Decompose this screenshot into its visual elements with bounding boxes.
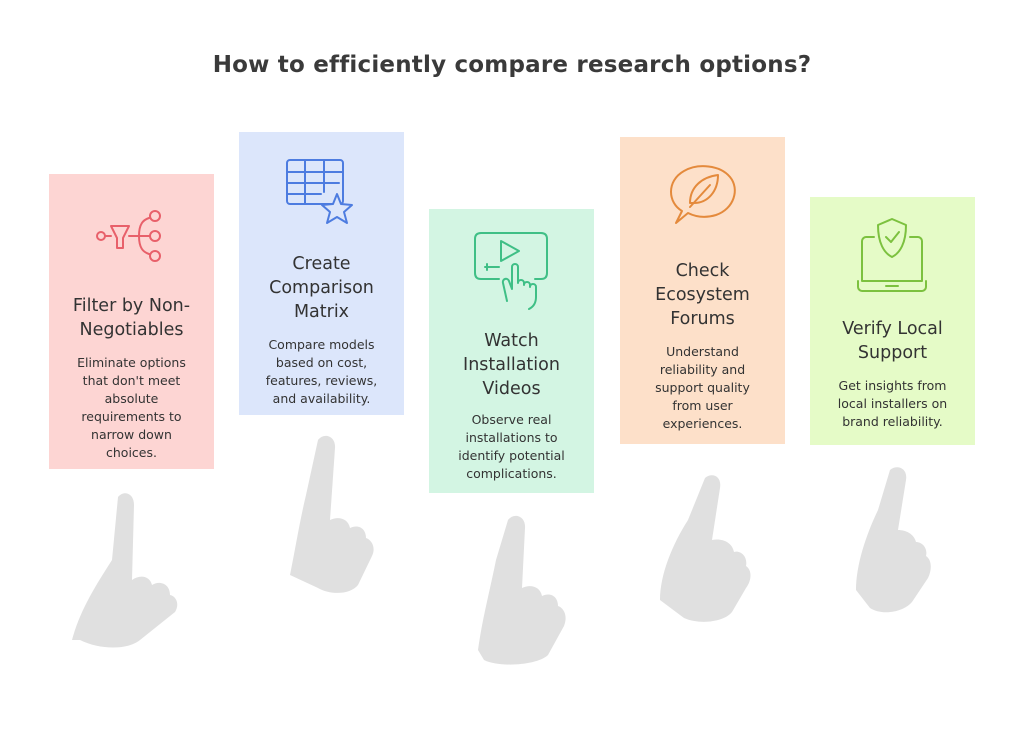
- card-description-line: based on cost,: [275, 355, 368, 370]
- card-description-line: that don't meet: [82, 373, 181, 388]
- step-card-matrix: Create Comparison Matrix Compare models …: [239, 132, 404, 415]
- laptop-shield-icon: [857, 218, 927, 292]
- card-heading: Watch Installation Videos: [437, 329, 586, 401]
- card-description-line: identify potential: [458, 448, 565, 463]
- card-description: Get insights from local installers on br…: [822, 377, 963, 431]
- card-heading-line: Comparison: [269, 278, 374, 298]
- card-description-line: complications.: [466, 466, 557, 481]
- card-description-line: experiences.: [662, 416, 743, 431]
- video-touch-icon: [474, 232, 548, 310]
- pointing-hand-icon: [72, 493, 178, 648]
- step-card-filter: Filter by Non- Negotiables Eliminate opt…: [49, 174, 214, 469]
- card-heading: Verify Local Support: [818, 317, 967, 365]
- card-heading-line: Watch: [484, 331, 539, 351]
- card-description-line: support quality: [655, 380, 750, 395]
- card-heading-line: Verify Local: [842, 319, 943, 339]
- card-heading-line: Support: [857, 343, 928, 363]
- filter-funnel-icon: [96, 210, 161, 262]
- card-heading-line: Installation: [463, 355, 560, 375]
- card-heading-line: Negotiables: [79, 320, 184, 340]
- card-description-line: brand reliability.: [842, 414, 943, 429]
- card-description-line: absolute: [104, 391, 159, 406]
- card-heading-line: Forums: [670, 309, 735, 329]
- card-heading: Filter by Non- Negotiables: [57, 294, 206, 342]
- card-description-line: features, reviews,: [265, 373, 378, 388]
- card-heading-line: Videos: [482, 379, 541, 399]
- step-card-forums: Check Ecosystem Forums Understand reliab…: [620, 137, 785, 444]
- card-heading: Check Ecosystem Forums: [628, 259, 777, 331]
- card-heading-line: Matrix: [293, 302, 350, 322]
- step-card-videos: Watch Installation Videos Observe real i…: [429, 209, 594, 493]
- pointing-hand-icon: [290, 435, 374, 593]
- card-description-line: Get insights from: [838, 378, 947, 393]
- card-description: Compare models based on cost, features, …: [251, 336, 392, 408]
- card-description-line: narrow down: [91, 427, 172, 442]
- card-heading: Create Comparison Matrix: [247, 252, 396, 324]
- card-description-line: Understand: [666, 344, 739, 359]
- pointing-hand-icon: [660, 475, 751, 622]
- card-description-line: local installers on: [837, 396, 948, 411]
- leaf-chat-icon: [670, 165, 736, 224]
- card-description-line: reliability and: [659, 362, 746, 377]
- card-description-line: installations to: [465, 430, 558, 445]
- card-heading-line: Check: [675, 261, 730, 281]
- card-description: Observe real installations to identify p…: [441, 411, 582, 483]
- card-description-line: requirements to: [81, 409, 182, 424]
- step-card-support: Verify Local Support Get insights from l…: [810, 197, 975, 445]
- card-description: Eliminate options that don't meet absolu…: [61, 354, 202, 462]
- card-heading-line: Filter by Non-: [72, 296, 191, 316]
- table-star-icon: [286, 159, 353, 224]
- card-description-line: choices.: [106, 445, 157, 460]
- pointing-hand-icon: [478, 515, 566, 665]
- card-description-line: Observe real: [471, 412, 552, 427]
- card-heading-line: Ecosystem: [655, 285, 750, 305]
- pointing-hand-icon: [856, 467, 931, 613]
- card-description-line: Compare models: [268, 337, 375, 352]
- page-title: How to efficiently compare research opti…: [212, 52, 812, 78]
- card-description: Understand reliability and support quali…: [632, 343, 773, 433]
- card-description-line: and availability.: [272, 391, 371, 406]
- card-description-line: Eliminate options: [77, 355, 186, 370]
- card-heading-line: Create: [292, 254, 351, 274]
- card-description-line: from user: [672, 398, 733, 413]
